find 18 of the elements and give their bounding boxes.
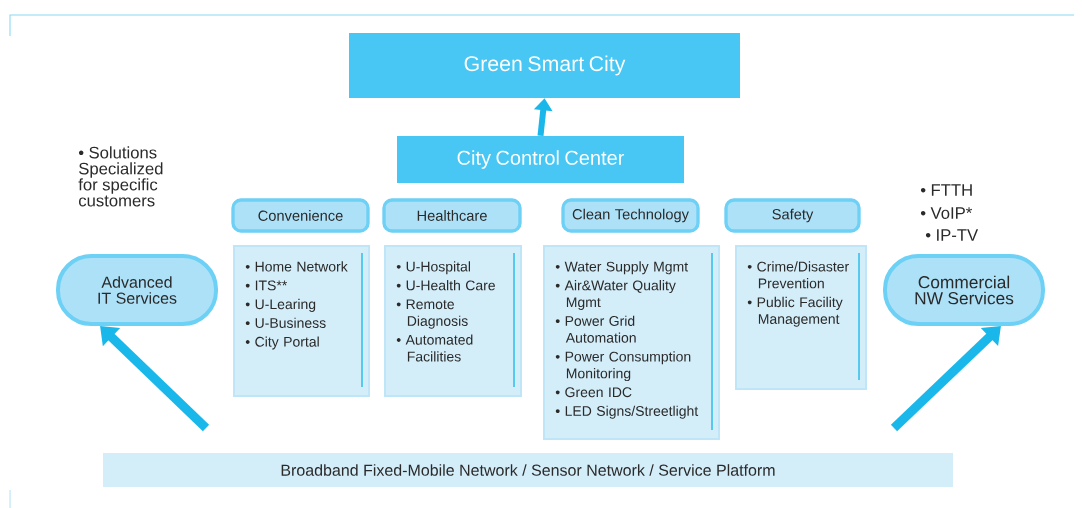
arrow [890,326,1001,432]
list-box: • Water Supply Mgmt • Air&Water Quality Mgmt • Power Grid Automation • Power Consumption Monitoring • Green IDC • LED Signs/Streetlight [543,245,720,440]
title-box: City Control Center [397,136,684,183]
bullet-text: • IP-TV [925,229,979,241]
arrow [100,326,210,432]
category-box: Convenience [231,198,370,233]
bullet-text: • VoIP* [920,207,972,219]
list-box: • Home Network • ITS** • U-Learing • U-Business • City Portal [233,245,370,397]
platform-bar: Broadband Fixed-Mobile Network / Sensor Network / Service Platform [103,453,953,487]
category-box: Safety [724,198,861,233]
service-oval: Commercial NW Services [883,254,1045,326]
title-box: Green Smart City [349,33,740,98]
category-box: Clean Technology [561,198,700,233]
list-box: • U-Hospital • U-Health Care • Remote Diagnosis • Automated Facilities [384,245,522,397]
bullet-text: • FTTH [920,184,972,196]
list-box: • Crime/Disaster Prevention • Public Facility Management [735,245,867,390]
bullet-text: • Solutions Specialized for specific customers [78,146,163,207]
category-box: Healthcare [382,198,522,233]
